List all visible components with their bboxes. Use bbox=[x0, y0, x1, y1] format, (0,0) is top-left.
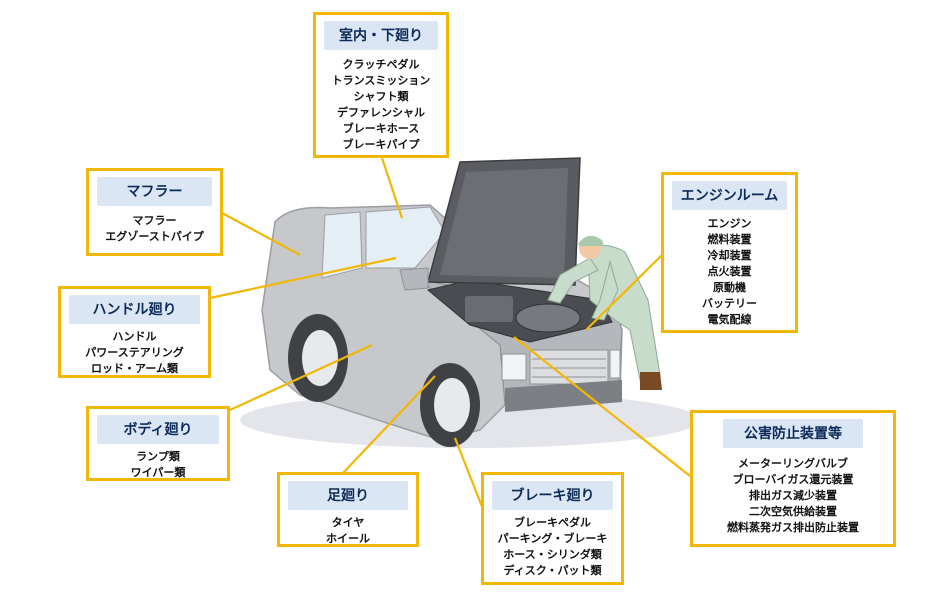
front-bumper bbox=[505, 380, 622, 412]
list-item: クラッチペダル bbox=[342, 58, 420, 71]
list-item: 点火装置 bbox=[707, 265, 752, 278]
list-item: パワーステアリング bbox=[85, 346, 184, 359]
leader-line-shitsunai bbox=[380, 157, 404, 219]
mechanic-arm bbox=[547, 257, 599, 304]
leader-line-body bbox=[229, 343, 373, 412]
side-mirror bbox=[399, 267, 429, 291]
list-item: 燃料装置 bbox=[707, 233, 752, 246]
list-item: ブレーキパイプ bbox=[342, 138, 420, 151]
mechanic-illustration bbox=[547, 235, 662, 390]
leader-line-kougai bbox=[513, 336, 691, 477]
body-box: ボディ廻り ランプ類 ワイパー類 bbox=[86, 406, 230, 481]
leader-line-handle bbox=[209, 256, 397, 300]
air-cleaner bbox=[515, 303, 581, 333]
list-item: 排出ガス減少装置 bbox=[749, 489, 837, 502]
muffler-list: マフラー エグゾーストパイプ bbox=[89, 213, 220, 245]
body-title: ボディ廻り bbox=[97, 415, 219, 444]
list-item: エグゾーストパイプ bbox=[105, 230, 204, 243]
list-item: デファレンシャル bbox=[337, 106, 425, 119]
muffler-title: マフラー bbox=[97, 177, 212, 206]
list-item: トランスミッション bbox=[331, 74, 431, 87]
muffler-box: マフラー マフラー エグゾーストパイプ bbox=[86, 168, 223, 256]
interior-undercarriage-title: 室内・下廻り bbox=[324, 21, 438, 50]
list-item: メーターリングバルブ bbox=[738, 457, 848, 470]
steering-list: ハンドル パワーステアリング ロッド・アーム類 bbox=[61, 329, 208, 377]
front-wheel-rim bbox=[434, 378, 470, 432]
headlight bbox=[609, 349, 621, 379]
leader-line-engine bbox=[585, 254, 663, 331]
engine-room-title: エンジンルーム bbox=[672, 181, 787, 210]
interior-undercarriage-box: 室内・下廻り クラッチペダル トランスミッション シャフト類 デファレンシャル … bbox=[313, 12, 449, 158]
list-item: 冷却装置 bbox=[707, 249, 752, 262]
list-item: 燃料蒸発ガス排出防止装置 bbox=[727, 521, 859, 534]
suspension-box: 足廻り タイヤ ホイール bbox=[277, 472, 419, 547]
headlight bbox=[501, 353, 527, 381]
list-item: 二次空気供給装置 bbox=[749, 505, 837, 518]
list-item: ハンドル bbox=[112, 330, 157, 343]
leader-line-ashi bbox=[341, 375, 436, 475]
interior-undercarriage-list: クラッチペダル トランスミッション シャフト類 デファレンシャル ブレーキホース… bbox=[316, 57, 446, 153]
list-item: ホース・シリンダ類 bbox=[503, 548, 602, 561]
suspension-list: タイヤ ホイール bbox=[280, 515, 416, 547]
list-item: バッテリー bbox=[702, 297, 757, 310]
list-item: 原動機 bbox=[713, 281, 746, 294]
brake-list: ブレーキペダル パーキング・ブレーキ ホース・シリンダ類 ディスク・パット類 bbox=[484, 515, 621, 579]
list-item: シャフト類 bbox=[353, 90, 409, 103]
steering-title: ハンドル廻り bbox=[69, 295, 200, 324]
list-item: 電気配線 bbox=[707, 313, 752, 326]
hood-inner bbox=[440, 168, 568, 278]
brake-title: ブレーキ廻り bbox=[492, 481, 613, 510]
list-item: ランプ類 bbox=[136, 450, 180, 463]
emission-control-box: 公害防止装置等 メーターリングバルブ ブローバイガス還元装置 排出ガス減少装置 … bbox=[690, 410, 896, 547]
list-item: マフラー bbox=[132, 214, 177, 227]
side-window bbox=[321, 211, 363, 279]
front-grille bbox=[529, 349, 609, 385]
brake-box: ブレーキ廻り ブレーキペダル パーキング・ブレーキ ホース・シリンダ類 ディスク… bbox=[481, 472, 624, 585]
windshield bbox=[365, 206, 446, 269]
list-item: ホイール bbox=[326, 532, 370, 545]
steering-box: ハンドル廻り ハンドル パワーステアリング ロッド・アーム類 bbox=[58, 286, 211, 378]
list-item: ブレーキペダル bbox=[514, 516, 591, 529]
list-item: ワイパー類 bbox=[130, 466, 186, 479]
list-item: ディスク・パット類 bbox=[503, 564, 602, 577]
list-item: ブローバイガス還元装置 bbox=[732, 473, 854, 486]
list-item: ロッド・アーム類 bbox=[90, 362, 178, 375]
emission-control-title: 公害防止装置等 bbox=[723, 419, 863, 448]
leader-lines bbox=[209, 157, 691, 533]
emission-control-list: メーターリングバルブ ブローバイガス還元装置 排出ガス減少装置 二次空気供給装置… bbox=[693, 456, 893, 536]
mechanic-cap bbox=[578, 235, 604, 246]
engine-room-list: エンジン 燃料装置 冷却装置 点火装置 原動機 バッテリー 電気配線 bbox=[664, 216, 795, 328]
rear-wheel-rim bbox=[302, 330, 338, 386]
engine-block bbox=[465, 296, 513, 322]
list-item: エンジン bbox=[707, 217, 752, 230]
body-list: ランプ類 ワイパー類 bbox=[89, 449, 227, 481]
list-item: ブレーキホース bbox=[342, 122, 420, 135]
list-item: パーキング・ブレーキ bbox=[497, 532, 608, 545]
mechanic-boot bbox=[640, 372, 662, 390]
suspension-title: 足廻り bbox=[288, 481, 408, 510]
engine-room-box: エンジンルーム エンジン 燃料装置 冷却装置 点火装置 原動機 バッテリー 電気… bbox=[661, 172, 798, 333]
leader-line-muffler bbox=[221, 212, 301, 256]
list-item: タイヤ bbox=[331, 516, 365, 529]
